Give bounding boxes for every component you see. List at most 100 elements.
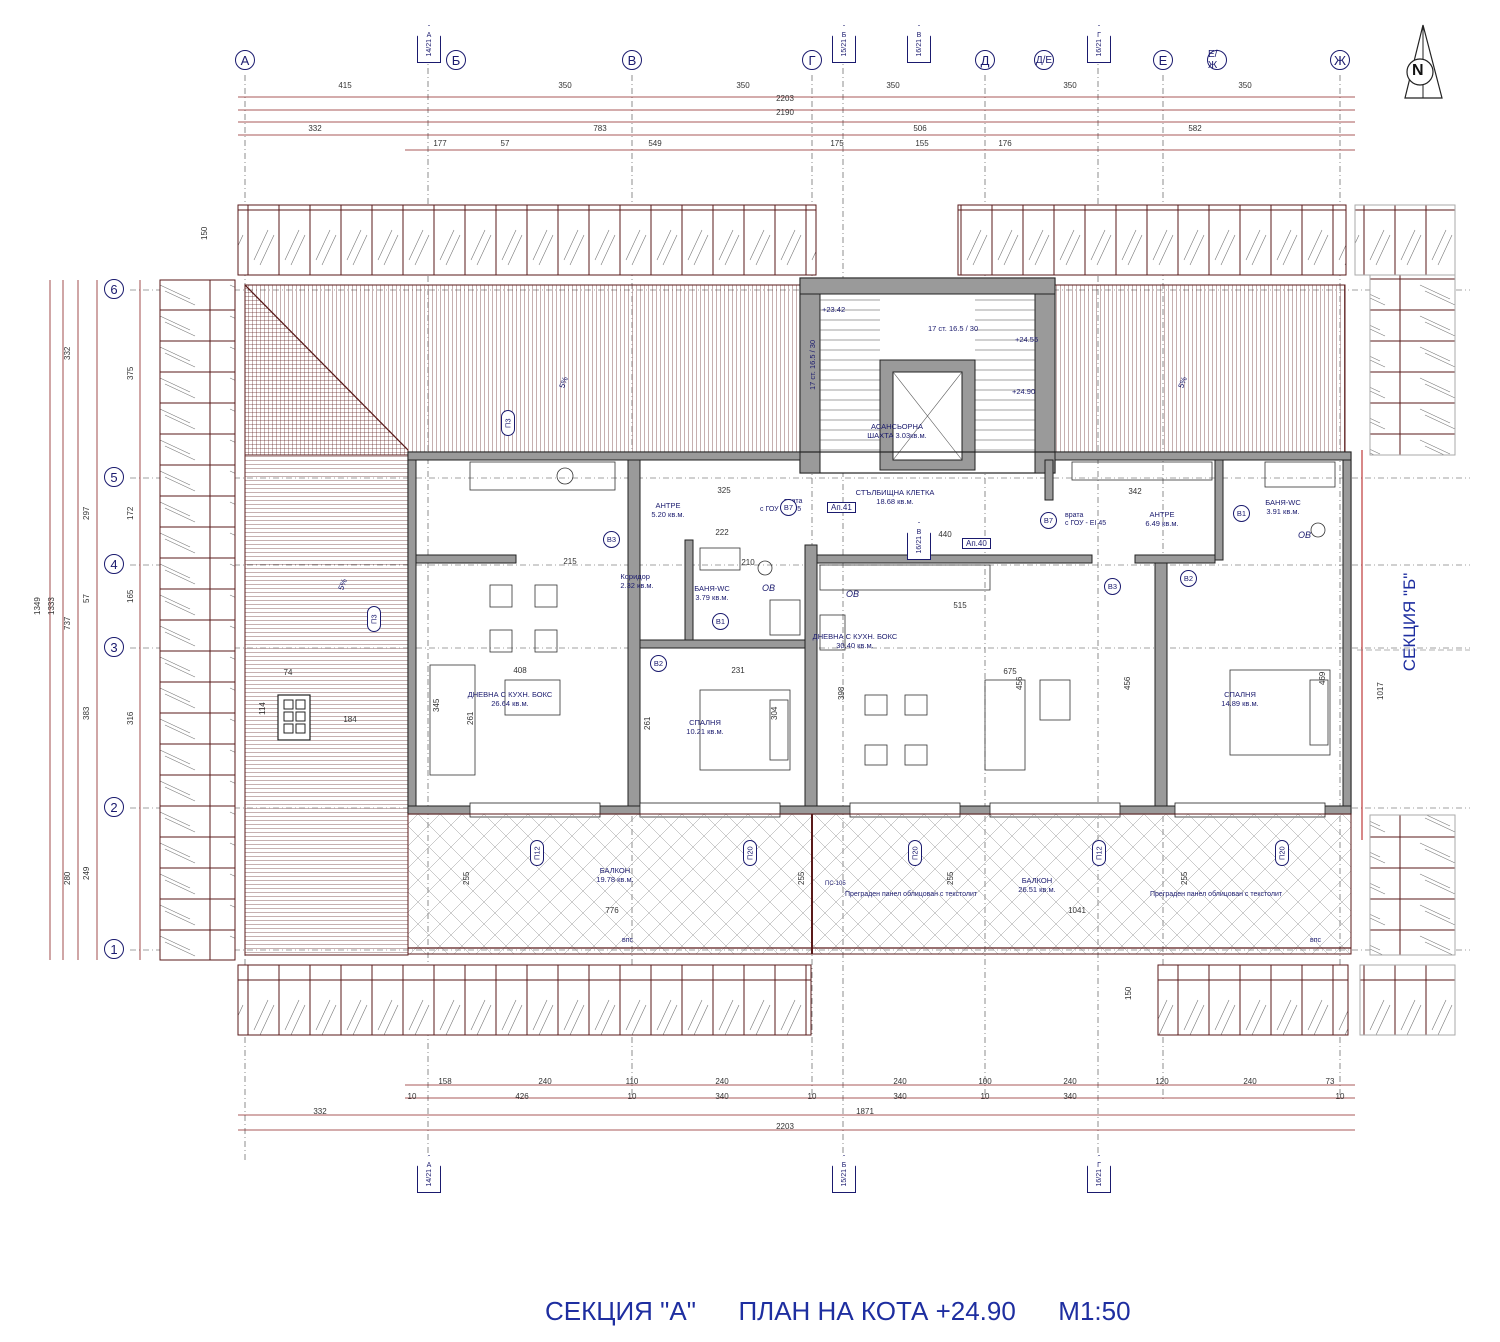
room-name: АНТРЕ xyxy=(1149,510,1175,519)
axis-4-bubble: 4 xyxy=(104,554,124,574)
room-name: ДНЕВНА С КУХН. БОКС xyxy=(467,690,553,699)
dim-text: 304 xyxy=(770,706,779,720)
level-mark-2: +24.55 xyxy=(1015,335,1039,344)
dim-text: 184 xyxy=(343,715,357,724)
dim-text: 231 xyxy=(731,666,745,675)
dim-text: 255 xyxy=(462,871,471,885)
dim-text: 350 xyxy=(1063,81,1077,90)
dim-text: 172 xyxy=(126,506,135,520)
room-area: 2.32 кв.м. xyxy=(620,581,654,591)
dim-text: 342 xyxy=(1128,487,1142,496)
section-mark-ref: 15/21 xyxy=(840,38,848,57)
dim-text: 240 xyxy=(1063,1077,1077,1086)
room-name: СПАЛНЯ xyxy=(689,718,721,727)
dim-text: 261 xyxy=(466,711,475,725)
stair-note-top: 17 ст. 16.5 / 30 xyxy=(928,324,979,333)
title-section: СЕКЦИЯ "А" xyxy=(545,1296,696,1326)
room-area: 6.49 кв.м. xyxy=(1145,519,1179,529)
room-name: Коридор xyxy=(620,572,650,581)
dim-text: 255 xyxy=(1180,871,1189,885)
section-mark-letter: А xyxy=(426,1161,432,1169)
dim-text: 73 xyxy=(1325,1077,1335,1086)
dim-text: 456 xyxy=(1123,676,1132,690)
panel-note-left: Преграден панел облицован с текстолит xyxy=(845,891,978,898)
dim-text: 150 xyxy=(200,226,209,240)
left-dimension-chains xyxy=(49,280,141,960)
dim-text: 350 xyxy=(1238,81,1252,90)
dim-text: 176 xyxy=(998,139,1012,148)
room-area: 30.40 кв.м. xyxy=(836,641,874,651)
dim-text: 1871 xyxy=(856,1107,874,1116)
bottom-glazing-far-right xyxy=(1359,964,1456,1036)
section-mark-letter: А xyxy=(426,31,432,39)
panel-note-right: Преграден панел облицован с текстолит xyxy=(1150,891,1283,898)
section-mark-ref: 15/21 xyxy=(840,1168,848,1187)
tag-b2-right: В2 xyxy=(1180,570,1197,587)
room-name: СТЪЛБИЩНА КЛЕТКА xyxy=(855,488,935,497)
section-mark-letter: Б xyxy=(841,31,847,39)
tag-p20-b: П20 xyxy=(908,840,922,866)
section-b-label: СЕКЦИЯ "Б" xyxy=(1400,572,1419,672)
door-note-line: врата xyxy=(1065,512,1084,519)
section-mark-letter: Г xyxy=(1097,31,1101,39)
room-name: БАЛКОН xyxy=(1021,876,1053,885)
room-area: 26.64 кв.м. xyxy=(491,699,529,709)
dim-text: 150 xyxy=(1124,986,1133,1000)
bottom-glazing-right xyxy=(1157,964,1349,1036)
axis-zh-bubble: Ж xyxy=(1330,50,1350,70)
section-mark-ref: 16/21 xyxy=(1095,1168,1103,1187)
dim-text: 74 xyxy=(283,668,293,677)
furniture xyxy=(429,461,1336,776)
dim-text: 316 xyxy=(126,711,135,725)
dim-text: 332 xyxy=(313,1107,327,1116)
room-area: 14.89 кв.м. xyxy=(1221,699,1259,709)
dim-text: 280 xyxy=(63,871,72,885)
tag-p12-right: П12 xyxy=(1092,840,1106,866)
dim-text: 240 xyxy=(1243,1077,1257,1086)
dim-text: 255 xyxy=(946,871,955,885)
axis-v-bubble: В xyxy=(622,50,642,70)
top-glazing-far-right xyxy=(1354,204,1456,276)
tag-p12-left: П12 xyxy=(530,840,544,866)
dim-text: 2203 xyxy=(776,1122,794,1131)
dim-text: 325 xyxy=(717,486,731,495)
room-area: ШАХТА 3.03кв.м. xyxy=(867,431,927,441)
axis-6-bubble: 6 xyxy=(104,279,124,299)
room-name: БАЛКОН xyxy=(599,866,631,875)
tag-ov-left: ОВ xyxy=(762,583,776,593)
room-area: 5.20 кв.м. xyxy=(651,510,685,520)
tag-ov-center: ОВ xyxy=(846,589,860,599)
top-glazing-right xyxy=(957,204,1347,276)
bottom-glazing-left xyxy=(237,964,812,1036)
dim-text: 340 xyxy=(715,1092,729,1101)
tag-p20-c: П20 xyxy=(1275,840,1289,866)
roof-top-right xyxy=(1054,284,1346,456)
balcony-area xyxy=(407,813,1352,955)
room-area: 10.21 кв.м. xyxy=(686,727,724,737)
axis-5-bubble: 5 xyxy=(104,467,124,487)
tag-p3-left: П3 xyxy=(367,606,381,632)
section-mark-ref: 16/21 xyxy=(915,38,923,57)
room-area: 26.51 кв.м. xyxy=(1018,885,1056,895)
dim-text: 2203 xyxy=(776,94,794,103)
dim-text: 57 xyxy=(82,594,91,603)
axis-d-bubble: Д xyxy=(975,50,995,70)
section-mark-ref: 16/21 xyxy=(1095,38,1103,57)
dim-text: 398 xyxy=(837,686,846,700)
stair-note-left: 17 ст. 16.5 / 30 xyxy=(808,339,817,390)
dim-text: 100 xyxy=(978,1077,992,1086)
dim-text: 515 xyxy=(953,601,967,610)
dim-text: 1017 xyxy=(1376,682,1385,700)
dim-text: 415 xyxy=(338,81,352,90)
dim-text: 222 xyxy=(715,528,729,537)
